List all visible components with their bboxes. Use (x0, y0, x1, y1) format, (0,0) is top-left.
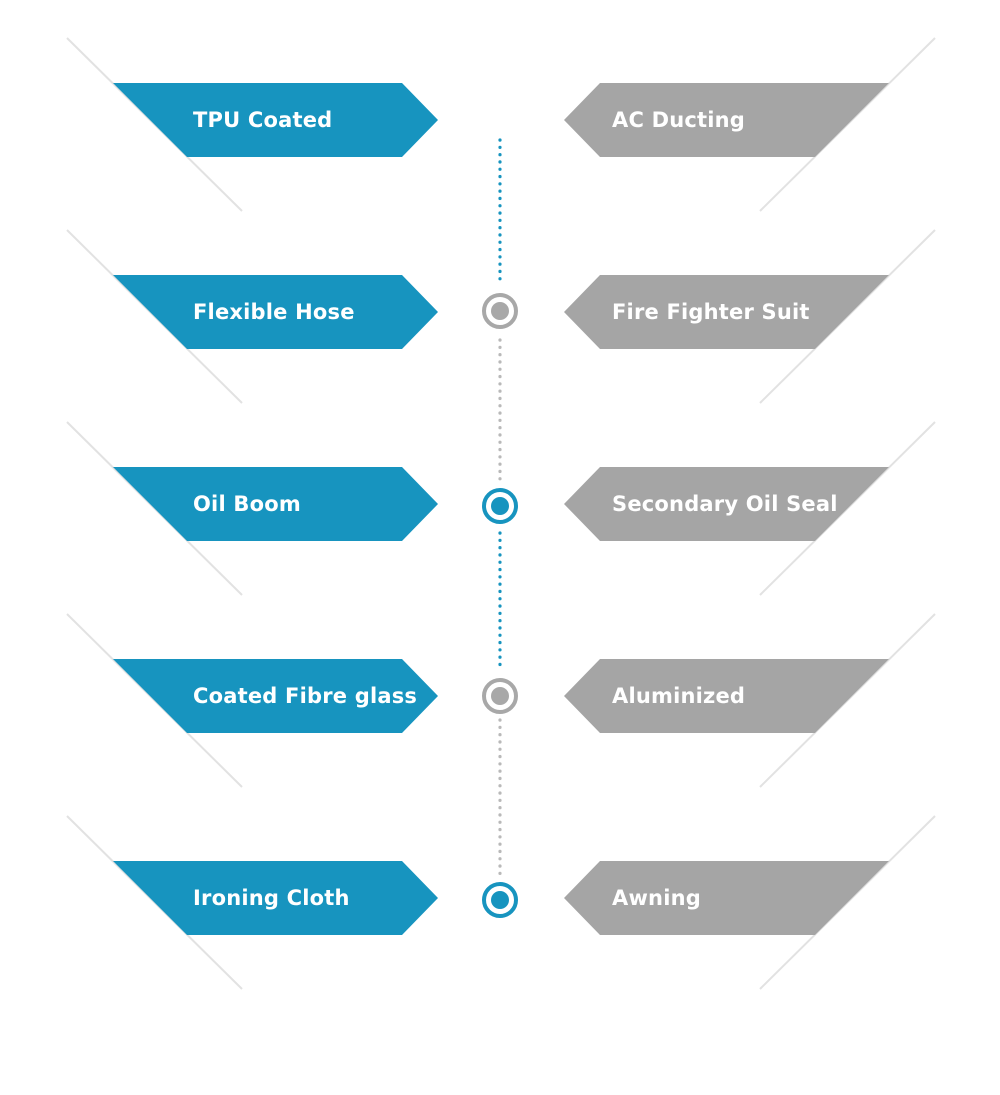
right-ribbon-shape (564, 275, 889, 349)
right-ribbon-shape (564, 467, 889, 541)
right-ribbon-shape (564, 659, 889, 733)
left-ribbon-shape (113, 467, 438, 541)
right-item-label: Fire Fighter Suit (612, 300, 810, 324)
left-ribbon-shape (113, 861, 438, 935)
left-item-label: Flexible Hose (193, 300, 355, 324)
timeline-node-dot (491, 687, 509, 705)
left-ribbon-shape (113, 275, 438, 349)
right-item-label: AC Ducting (612, 108, 746, 132)
right-item-label: Awning (612, 886, 701, 910)
timeline-node-dot (491, 302, 509, 320)
left-ribbon-shape (113, 83, 438, 157)
right-item-label: Secondary Oil Seal (612, 492, 838, 516)
right-item-label: Aluminized (612, 684, 746, 708)
left-ribbon-shape (113, 659, 438, 733)
timeline-node-dot (491, 891, 509, 909)
right-ribbon-shape (564, 83, 889, 157)
left-item-label: TPU Coated (193, 108, 333, 132)
timeline-node-dot (491, 497, 509, 515)
left-item-label: Oil Boom (193, 492, 301, 516)
left-item-label: Coated Fibre glass (193, 684, 418, 708)
left-item-label: Ironing Cloth (193, 886, 350, 910)
right-ribbon-shape (564, 861, 889, 935)
